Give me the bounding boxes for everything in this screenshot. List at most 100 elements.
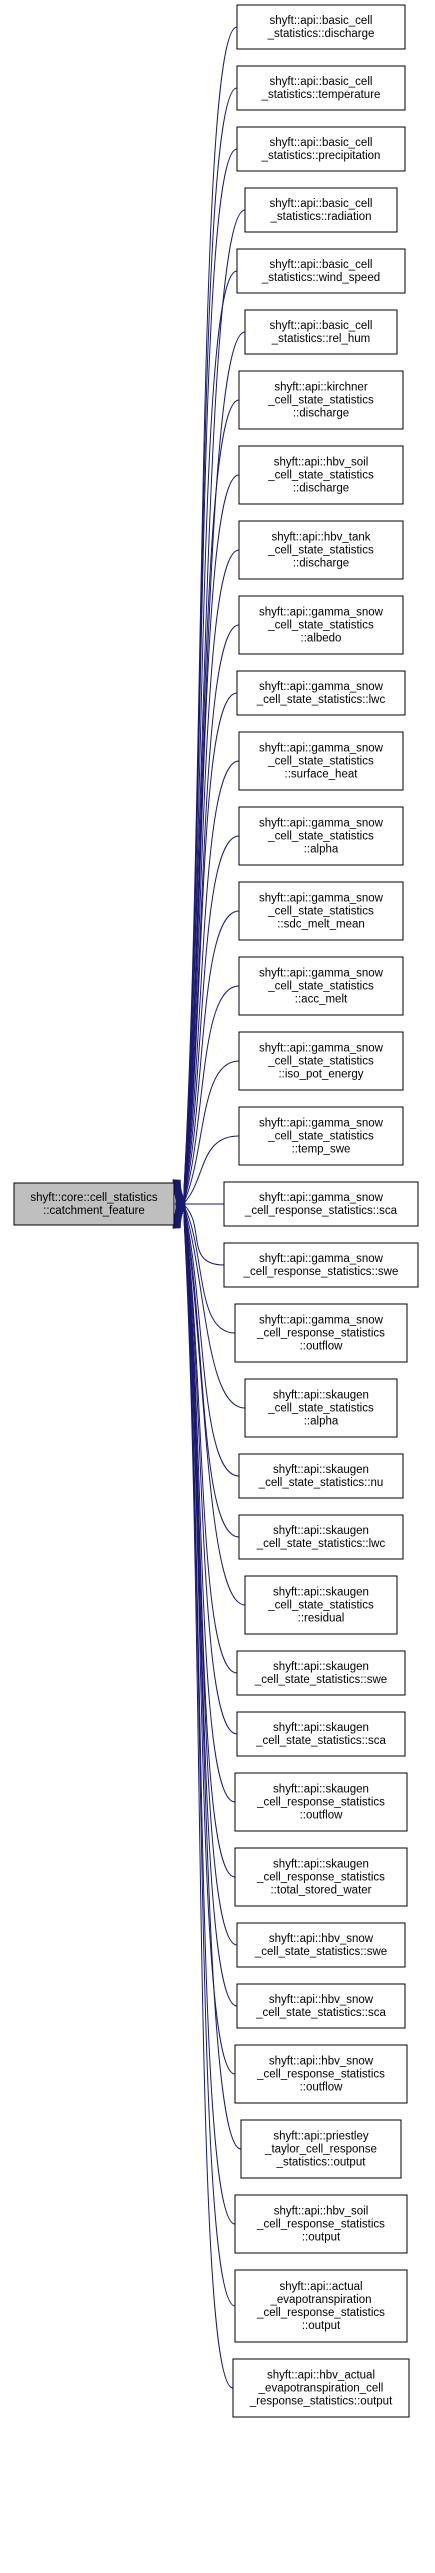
caller-node[interactable]: shyft::api::skaugen_cell_response_statis… [234, 1772, 408, 1832]
caller-node[interactable]: shyft::api::basic_cell_statistics::disch… [236, 4, 406, 50]
caller-node-line: _evapotranspiration_cell [258, 2383, 384, 2395]
caller-node[interactable]: shyft::api::hbv_tank_cell_state_statisti… [238, 520, 404, 580]
caller-node[interactable]: shyft::api::gamma_snow_cell_state_statis… [238, 1106, 404, 1166]
caller-node-line: ::output [302, 2232, 341, 2244]
caller-node-box [236, 1983, 406, 2029]
caller-node-line: _cell_response_statistics [256, 1328, 385, 1340]
caller-node-line: _cell_state_statistics [267, 1600, 374, 1612]
caller-node-line: shyft::api::hbv_snow [269, 1933, 374, 1945]
caller-node-box [236, 4, 406, 50]
caller-node-line: _statistics::rel_hum [271, 333, 370, 345]
caller-node-line: shyft::api::gamma_snow [259, 818, 384, 830]
caller-node[interactable]: shyft::api::skaugen_cell_state_statistic… [244, 1378, 398, 1438]
caller-node-line: shyft::api::gamma_snow [259, 1315, 384, 1327]
focus-node-line: shyft::core::cell_statistics [30, 1192, 157, 1204]
caller-node-line: _cell_state_statistics::swe [254, 1946, 387, 1958]
caller-node[interactable]: shyft::api::skaugen_cell_state_statistic… [244, 1575, 398, 1635]
caller-node-box [238, 731, 404, 791]
caller-node-box [234, 1303, 408, 1363]
caller-node[interactable]: shyft::api::gamma_snow_cell_state_statis… [236, 670, 406, 716]
focus-node-box [13, 1182, 175, 1226]
caller-node[interactable]: shyft::api::gamma_snow_cell_response_sta… [223, 1242, 419, 1288]
call-edge [183, 1060, 240, 1203]
caller-node-box [234, 2194, 408, 2254]
caller-node[interactable]: shyft::api::skaugen_cell_state_statistic… [236, 1650, 406, 1696]
caller-node[interactable]: shyft::api::basic_cell_statistics::radia… [244, 187, 398, 233]
caller-node-line: _cell_state_statistics [267, 1056, 374, 1068]
caller-node-box [236, 670, 406, 716]
call-edge [183, 1209, 246, 1606]
caller-node[interactable]: shyft::api::skaugen_cell_state_statistic… [238, 1453, 404, 1499]
caller-node[interactable]: shyft::api::gamma_snow_cell_state_statis… [238, 881, 404, 941]
caller-node[interactable]: shyft::api::gamma_snow_cell_state_statis… [238, 595, 404, 655]
call-edge [183, 399, 240, 1195]
call-edge [183, 1211, 238, 1735]
caller-node[interactable]: shyft::api::actual_evapotranspiration_ce… [234, 2269, 408, 2343]
caller-node-line: ::outflow [300, 2082, 344, 2094]
caller-node[interactable]: shyft::api::gamma_snow_cell_state_statis… [238, 1031, 404, 1091]
caller-node-line: _cell_state_statistics [267, 756, 374, 768]
caller-node-line: ::discharge [293, 558, 349, 570]
caller-node-box [236, 65, 406, 111]
caller-node-line: shyft::api::basic_cell [270, 320, 373, 332]
caller-node-line: ::sdc_melt_mean [277, 919, 365, 931]
caller-node-box [234, 2044, 408, 2104]
caller-node-line: shyft::api::basic_cell [270, 15, 373, 27]
caller-node-line: _statistics::temperature [261, 89, 381, 101]
caller-node-box [238, 1106, 404, 1166]
caller-node-line: shyft::api::skaugen [273, 1464, 369, 1476]
caller-node[interactable]: shyft::api::skaugen_cell_state_statistic… [236, 1711, 406, 1757]
caller-node[interactable]: shyft::api::gamma_snow_cell_state_statis… [238, 956, 404, 1016]
caller-node-line: ::discharge [293, 408, 349, 420]
caller-node-line: shyft::api::gamma_snow [259, 681, 384, 693]
caller-node[interactable]: shyft::api::skaugen_cell_state_statistic… [238, 1514, 404, 1560]
caller-node[interactable]: shyft::api::priestley_taylor_cell_respon… [240, 2119, 402, 2179]
caller-node-box [238, 370, 404, 430]
caller-node-line: shyft::api::skaugen [273, 1525, 369, 1537]
caller-node[interactable]: shyft::api::hbv_actual_evapotranspiratio… [232, 2358, 410, 2418]
caller-node-box [236, 248, 406, 294]
call-edge [183, 1206, 246, 1409]
caller-node-box [244, 309, 398, 355]
caller-node[interactable]: shyft::api::hbv_snow_cell_response_stati… [234, 2044, 408, 2104]
caller-node-line: shyft::api::gamma_snow [259, 968, 384, 980]
caller-node-line: shyft::api::skaugen [273, 1390, 369, 1402]
caller-node-line: ::output [302, 2320, 341, 2332]
caller-node[interactable]: shyft::api::gamma_snow_cell_state_statis… [238, 731, 404, 791]
caller-node-line: ::outflow [300, 1341, 344, 1353]
call-edge [183, 270, 238, 1193]
caller-node-line: _cell_state_statistics::lwc [256, 694, 386, 706]
call-edge [183, 985, 240, 1202]
caller-node[interactable]: shyft::api::hbv_snow_cell_state_statisti… [236, 1922, 406, 1968]
caller-node[interactable]: shyft::api::gamma_snow_cell_response_sta… [223, 1181, 419, 1227]
caller-node[interactable]: shyft::api::hbv_soil_cell_state_statisti… [238, 445, 404, 505]
caller-node[interactable]: shyft::api::basic_cell_statistics::preci… [236, 126, 406, 172]
call-edge [183, 1213, 238, 1946]
focus-node[interactable]: shyft::core::cell_statistics::catchment_… [13, 1182, 175, 1226]
caller-node[interactable]: shyft::api::basic_cell_statistics::wind_… [236, 248, 406, 294]
caller-node[interactable]: shyft::api::gamma_snow_cell_state_statis… [238, 806, 404, 866]
caller-node-line: shyft::api::basic_cell [270, 259, 373, 271]
caller-node-line: _cell_state_statistics::swe [254, 1674, 387, 1686]
caller-node-line: shyft::api::priestley [273, 2131, 368, 2143]
caller-node[interactable]: shyft::api::skaugen_cell_response_statis… [234, 1847, 408, 1907]
caller-node[interactable]: shyft::api::basic_cell_statistics::rel_h… [244, 309, 398, 355]
caller-node-line: shyft::api::gamma_snow [259, 1192, 384, 1204]
call-edges [172, 26, 246, 2389]
caller-node-line: ::outflow [300, 1810, 344, 1822]
caller-node-line: shyft::api::basic_cell [270, 76, 373, 88]
call-edge [183, 1216, 242, 2150]
caller-node[interactable]: shyft::api::hbv_snow_cell_state_statisti… [236, 1983, 406, 2029]
caller-node-box [244, 187, 398, 233]
caller-node[interactable]: shyft::api::kirchner_cell_state_statisti… [238, 370, 404, 430]
caller-node[interactable]: shyft::api::basic_cell_statistics::tempe… [236, 65, 406, 111]
caller-node[interactable]: shyft::api::gamma_snow_cell_response_sta… [234, 1303, 408, 1363]
caller-node-line: _cell_response_statistics [256, 1797, 385, 1809]
caller-node-line: shyft::api::kirchner [274, 382, 367, 394]
caller-node-line: shyft::api::gamma_snow [259, 893, 384, 905]
caller-node-box [232, 2358, 410, 2418]
caller-node-box [238, 1453, 404, 1499]
caller-node-line: _cell_state_statistics::lwc [256, 1538, 386, 1550]
caller-node-line: _cell_state_statistics [267, 981, 374, 993]
caller-node[interactable]: shyft::api::hbv_soil_cell_response_stati… [234, 2194, 408, 2254]
